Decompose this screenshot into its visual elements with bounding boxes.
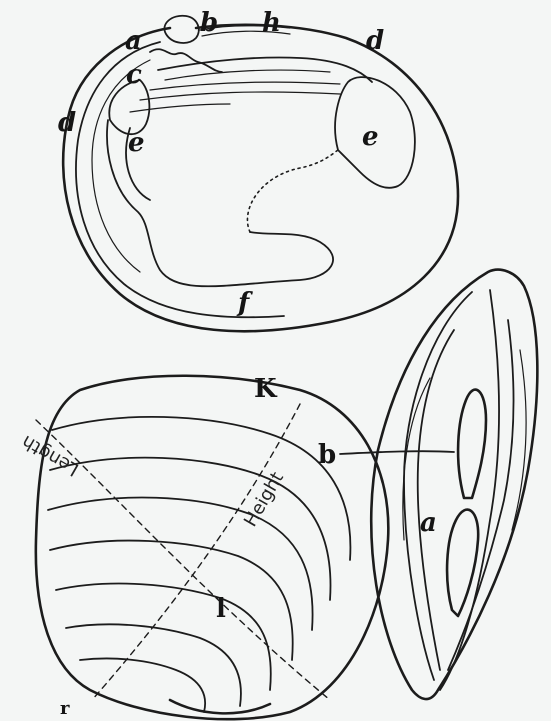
label-d-left: d [58, 110, 76, 136]
top-shell-interior [63, 16, 458, 332]
label-K: K [254, 376, 277, 402]
label-f: f [238, 290, 249, 316]
bottom-right-outline [371, 270, 537, 699]
shaded-base [170, 700, 270, 713]
dotted-line [247, 150, 338, 232]
label-e-left: e [128, 130, 145, 156]
label-h: h [262, 10, 281, 36]
label-c: c [126, 62, 142, 88]
bottom-right-shell [340, 270, 537, 699]
label-r: r [60, 700, 69, 718]
ligament-b [458, 390, 486, 498]
label-b-top: b [200, 10, 218, 36]
bottom-left-shell [36, 376, 389, 719]
label-a-side: a [420, 510, 437, 536]
label-a-top: a [125, 28, 142, 54]
top-shell-outline [63, 25, 458, 331]
label-b-side: b [318, 442, 336, 468]
label-l: l [216, 596, 226, 622]
top-shell-inner-margin [76, 42, 284, 317]
label-e-right: e [362, 124, 379, 150]
pallial-line-left [92, 60, 150, 272]
label-d-right: d [366, 28, 384, 54]
pointer-b [340, 451, 454, 454]
